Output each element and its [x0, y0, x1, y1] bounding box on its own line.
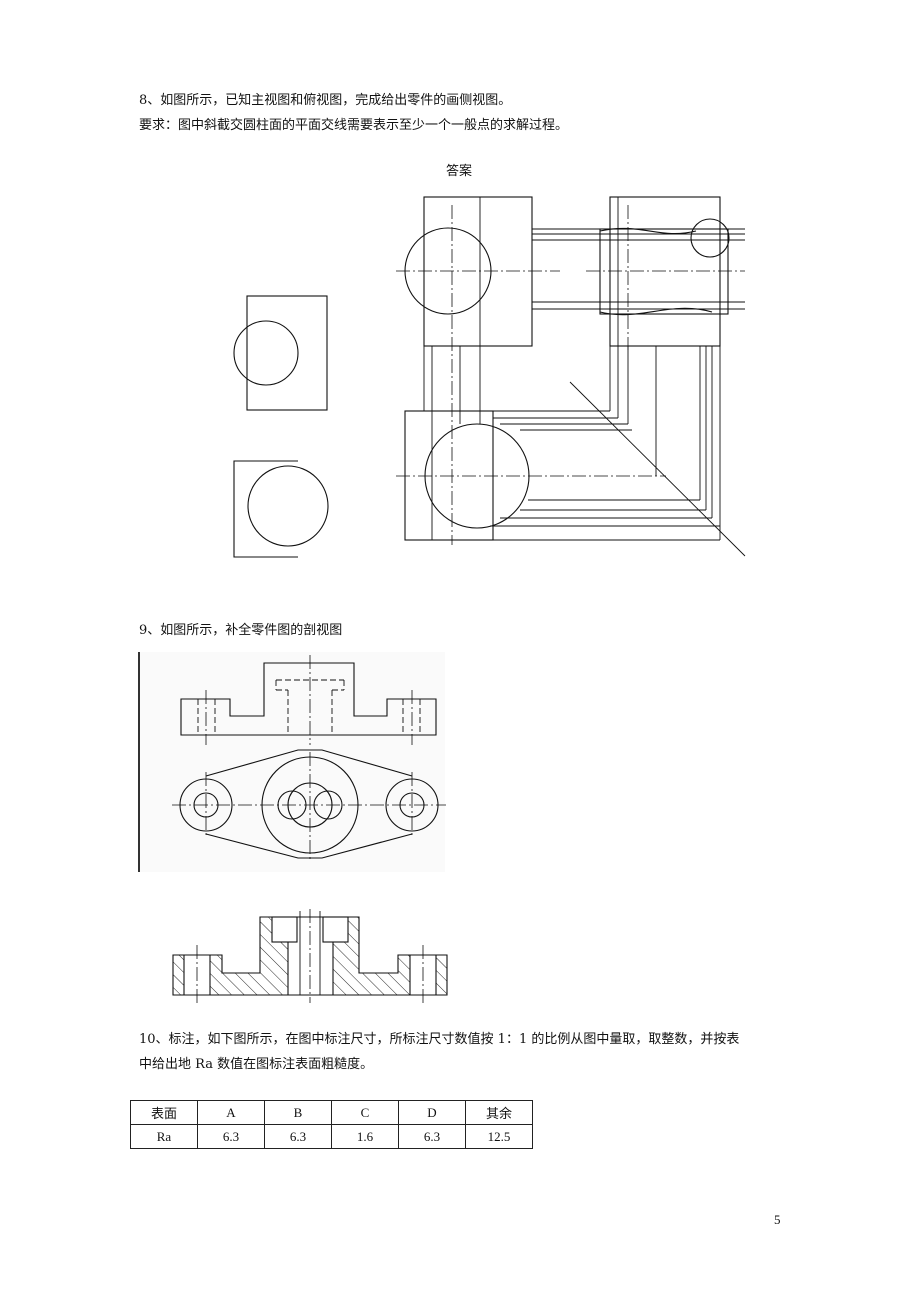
table-header-cell: D — [398, 1100, 466, 1125]
table-row: Ra 6.3 6.3 1.6 6.3 12.5 — [130, 1124, 533, 1149]
table-cell: 6.3 — [264, 1124, 332, 1149]
q9-line-1: 9、如图所示，补全零件图的剖视图 — [139, 623, 343, 638]
page-number: 5 — [774, 1212, 781, 1227]
table-header-cell: A — [197, 1100, 265, 1125]
q9-given-front-view — [180, 655, 437, 745]
table-cell: 1.6 — [331, 1124, 399, 1149]
table-header-cell: B — [264, 1100, 332, 1125]
table-header-cell: 其余 — [465, 1100, 533, 1125]
table-header-cell: C — [331, 1100, 399, 1125]
q9-scan-background — [139, 652, 445, 872]
table-cell: 6.3 — [197, 1124, 265, 1149]
roughness-table: 表面 A B C D 其余 Ra 6.3 6.3 1.6 6.3 12.5 — [130, 1100, 533, 1149]
q8-answer-front-view — [396, 196, 560, 545]
q8-answer-top-view — [396, 346, 746, 557]
q8-line-2: 要求：图中斜截交圆柱面的平面交线需要表示至少一个一般点的求解过程。 — [139, 118, 569, 133]
table-header-row: 表面 A B C D 其余 — [130, 1100, 533, 1125]
q8-answer-label: 答案 — [446, 164, 473, 179]
q10-line-2: 中给出地 Ra 数值在图标注表面粗糙度。 — [139, 1057, 374, 1072]
table-cell: 6.3 — [398, 1124, 466, 1149]
q8-answer-side-view — [532, 196, 745, 350]
table-header-cell: 表面 — [130, 1100, 198, 1125]
table-cell: Ra — [130, 1124, 198, 1149]
q9-answer-section-view — [172, 909, 448, 1003]
q9-given-top-view — [172, 749, 446, 860]
q8-line-1: 8、如图所示，已知主视图和俯视图，完成给出零件的画侧视图。 — [139, 93, 512, 108]
q10-line-1: 10、标注，如下图所示，在图中标注尺寸，所标注尺寸数值按 1：1 的比例从图中量… — [139, 1032, 740, 1047]
table-cell: 12.5 — [465, 1124, 533, 1149]
q8-given-front-view — [233, 295, 328, 411]
q8-given-top-view — [233, 460, 329, 558]
